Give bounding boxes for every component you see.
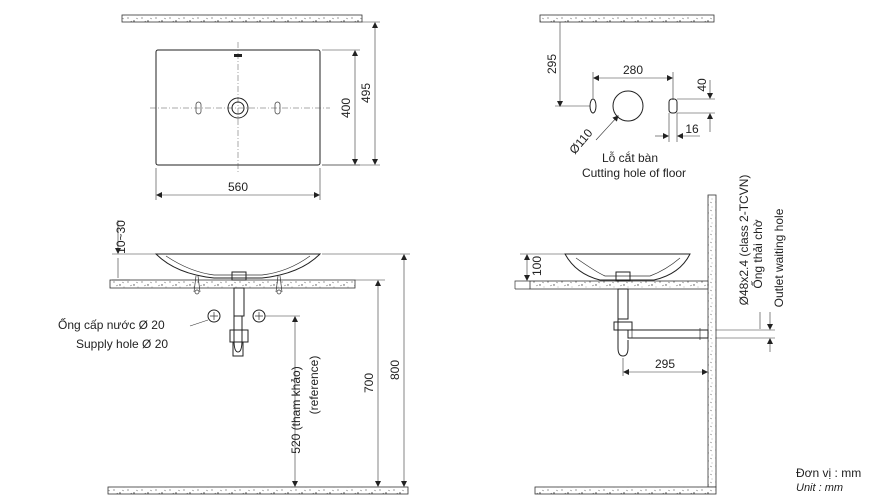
- unit-label-vi: Đơn vị : mm: [796, 466, 861, 480]
- supply-label-en: Supply hole Ø 20: [76, 337, 168, 351]
- dim-waste-h: 40: [695, 78, 709, 92]
- cut-hole-label-en: Cutting hole of floor: [582, 166, 686, 180]
- dim-top-width: 560: [228, 180, 248, 194]
- dim-top-depth: 400: [339, 98, 353, 118]
- dim-counter-height: 700: [362, 373, 376, 393]
- outlet-label-en: Outlet waiting hole: [772, 208, 786, 307]
- cutting-hole-view: 295 Ø110 280 40 16 Lỗ cắt bàn Cutting ho…: [539, 14, 715, 180]
- dim-bowl-height: 100: [530, 256, 544, 276]
- dim-waste-w: 16: [685, 122, 699, 136]
- pipe-spec: Ø48x2.4 (class 2-TCVN): [737, 175, 751, 306]
- dim-supply-height: 520 (tham khảo): [289, 366, 303, 453]
- dim-counter-gap: 10~30: [114, 220, 128, 254]
- dim-hole-spacing: 280: [623, 63, 643, 77]
- dim-drain-offset: 295: [655, 357, 675, 371]
- dim-hole-offset: 295: [545, 54, 559, 74]
- dim-supply-height-en: (reference): [307, 356, 321, 415]
- dim-overall-height: 800: [388, 360, 402, 380]
- cut-hole-label-vi: Lỗ cắt bàn: [602, 150, 658, 165]
- supply-label-vi: Ống cấp nước Ø 20: [58, 317, 165, 332]
- outlet-label-vi: Ống thải chờ: [750, 219, 765, 288]
- top-view: 560 400 495: [121, 14, 380, 200]
- dim-hole-dia: Ø110: [566, 126, 595, 157]
- dim-top-total: 495: [359, 83, 373, 103]
- front-elevation: Ống cấp nước Ø 20 Supply hole Ø 20 10~30…: [58, 220, 410, 495]
- side-elevation: 100 295 Ø48x2.4 (class 2-TCVN) Ống thải …: [514, 175, 786, 495]
- unit-label-en: Unit : mm: [796, 482, 843, 494]
